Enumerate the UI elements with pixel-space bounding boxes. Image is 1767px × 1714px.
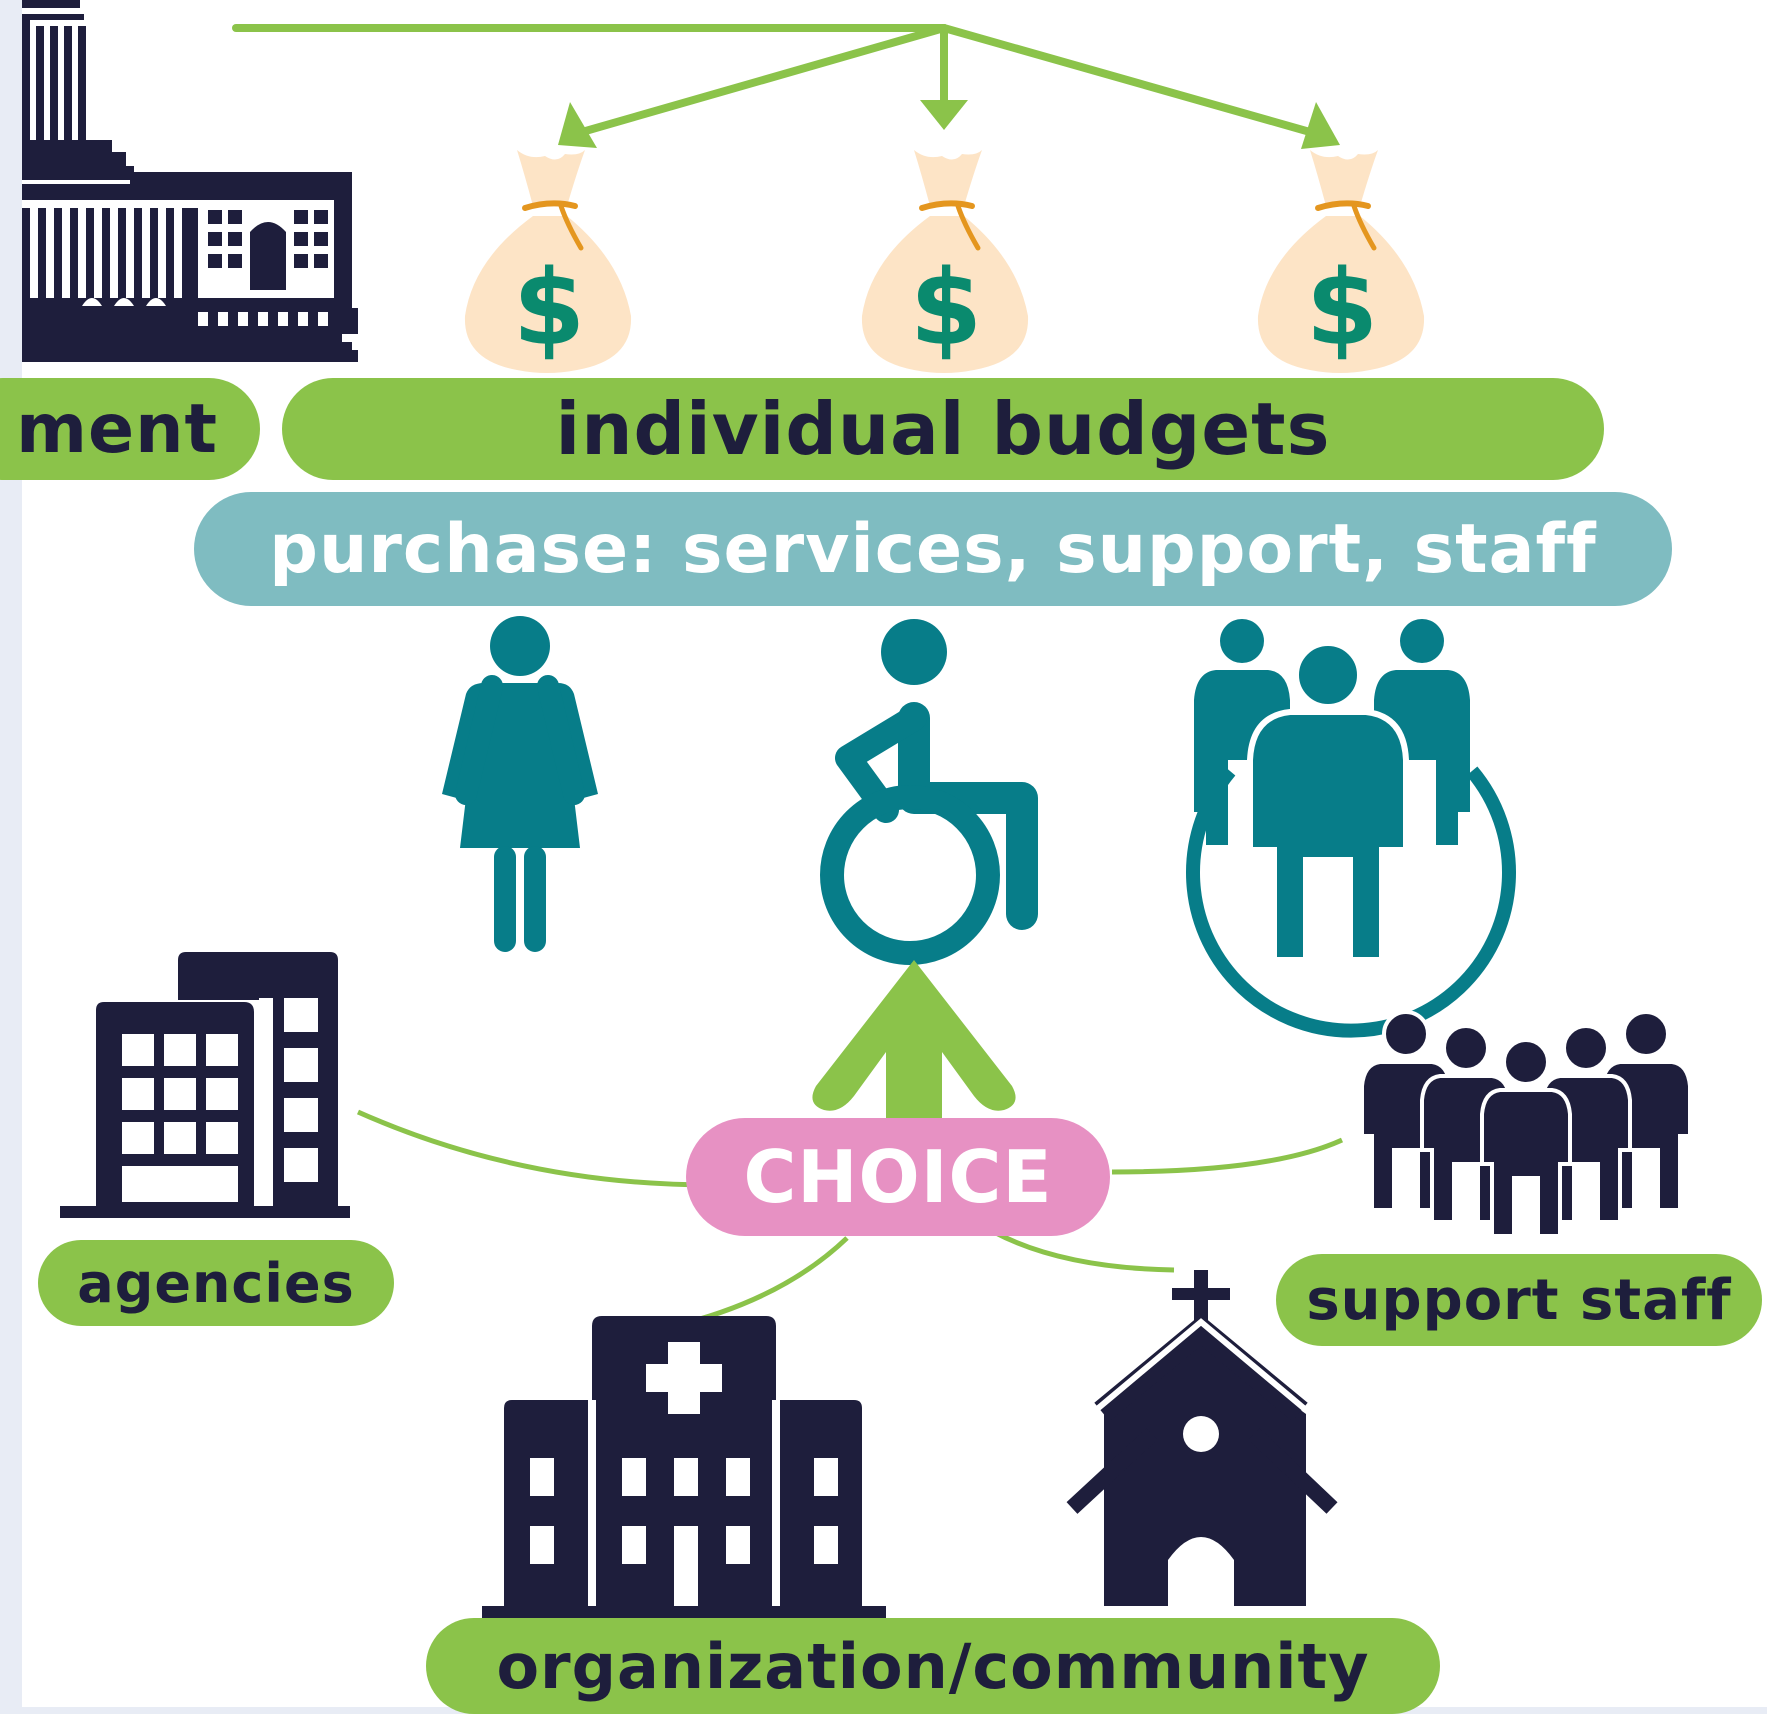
- family-icon: [1186, 619, 1516, 1038]
- hospital-icon: [482, 1316, 886, 1624]
- office-building-icon: [60, 952, 350, 1218]
- distribution-arrowheads: [558, 100, 1340, 149]
- money-bag-icon: $: [861, 150, 1029, 373]
- support-staff-label: support staff: [1276, 1254, 1762, 1346]
- woman-icon: [442, 616, 598, 952]
- diagram-svg: $ $ $: [22, 0, 1692, 1624]
- money-bag-icon: $: [1257, 150, 1425, 373]
- dollar-sign: $: [1306, 247, 1378, 369]
- arrow-up-icon: [812, 960, 1016, 1140]
- individual-budgets-label: individual budgets: [282, 378, 1604, 480]
- agencies-label: agencies: [38, 1240, 394, 1326]
- dollar-sign: $: [513, 247, 585, 369]
- distribution-arrows: [232, 24, 1314, 136]
- church-icon: [1066, 1270, 1338, 1606]
- staff-group-icon: [1360, 1010, 1692, 1238]
- organization-community-label: organization/community: [426, 1618, 1440, 1714]
- money-bag-icon: $: [464, 150, 632, 373]
- capitol-icon: [22, 0, 358, 362]
- government-label: ment: [0, 378, 260, 480]
- wheelchair-icon: [820, 619, 1038, 965]
- dollar-sign: $: [910, 247, 982, 369]
- choice-badge: CHOICE: [686, 1118, 1110, 1236]
- purchase-label: purchase: services, support, staff: [194, 492, 1672, 606]
